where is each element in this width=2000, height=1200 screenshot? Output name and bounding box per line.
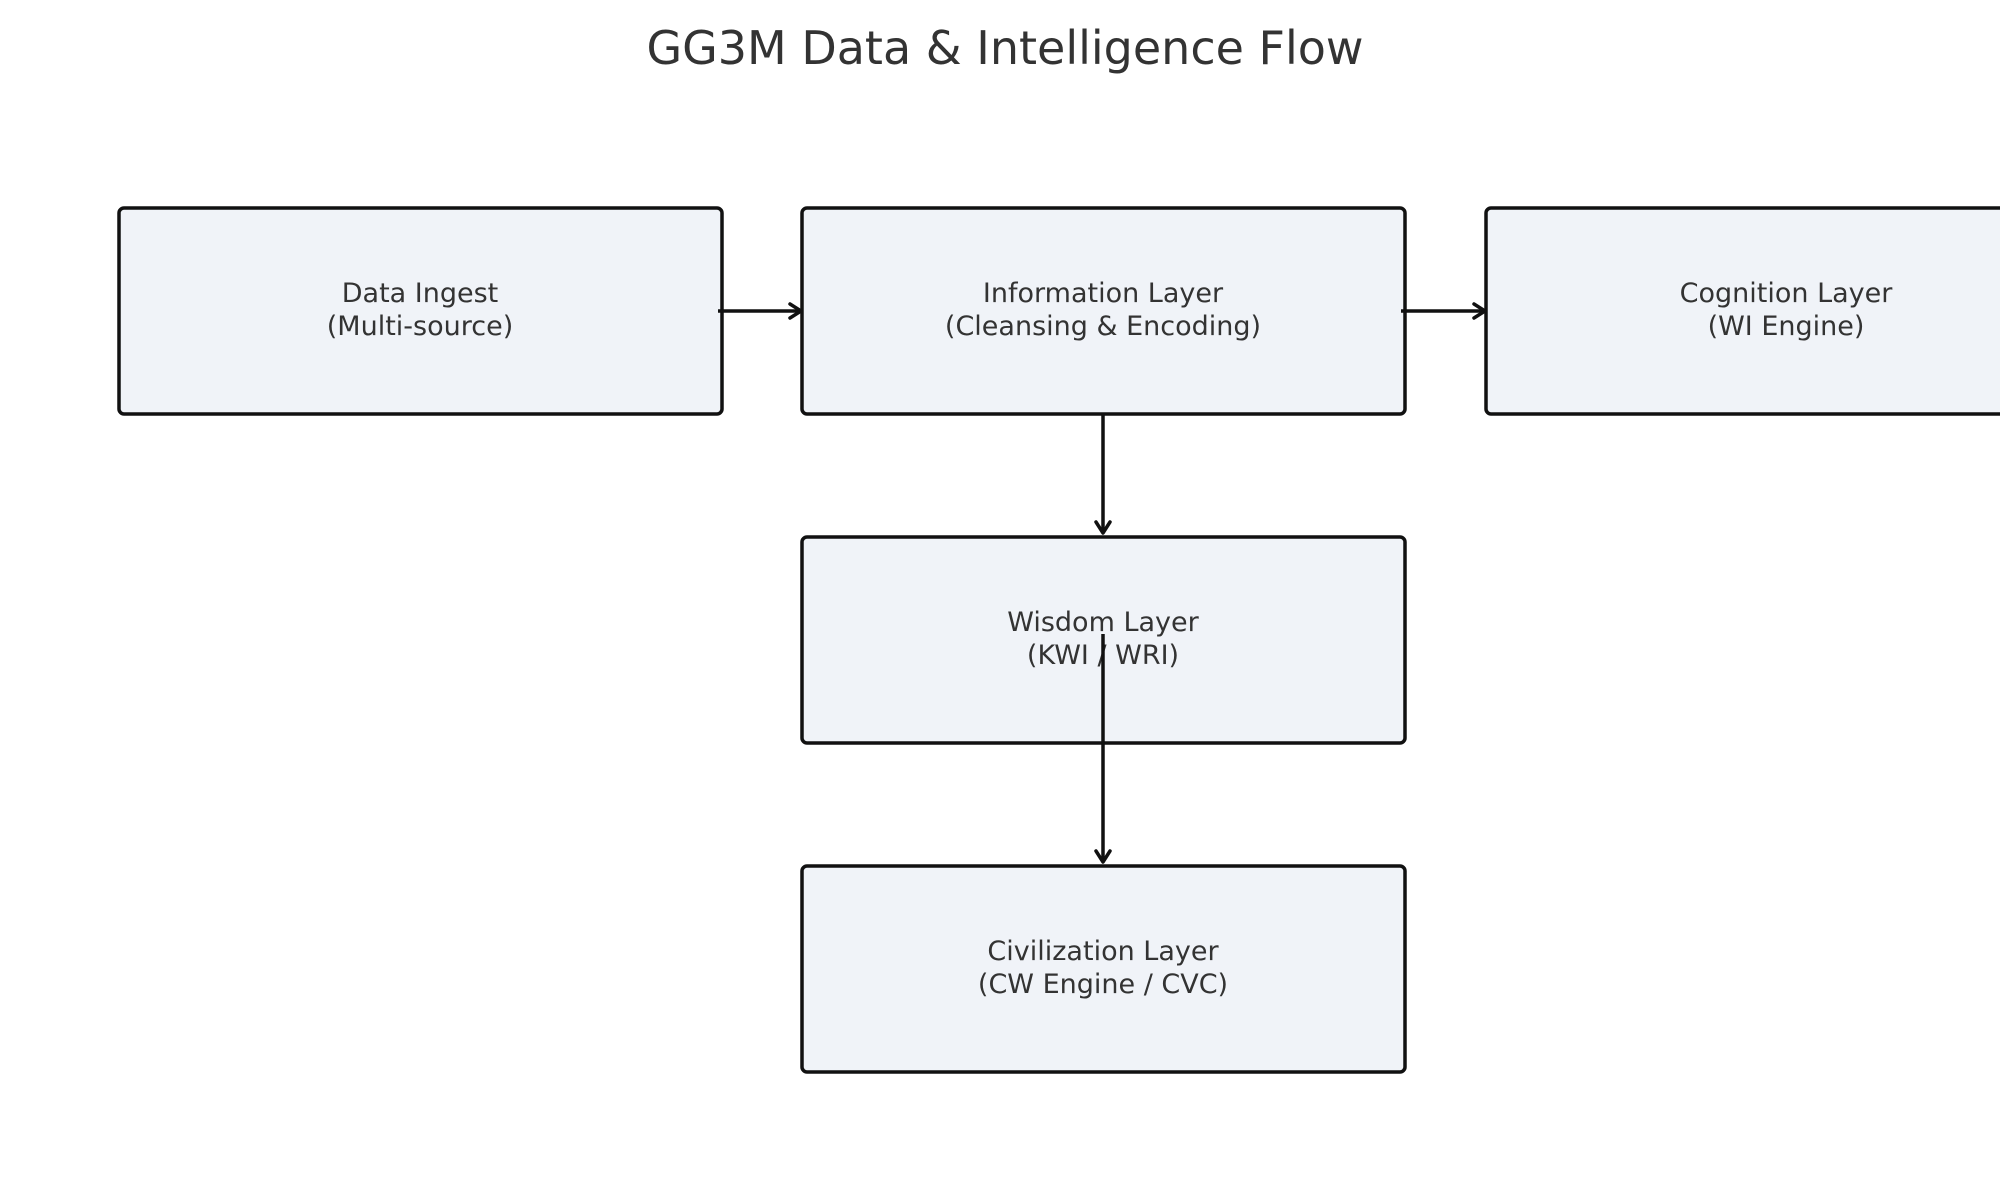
arrowhead-icon: [1472, 302, 1487, 320]
node-data-ingest: Data Ingest (Multi-source): [117, 206, 724, 416]
edge-ingest-to-information: [718, 302, 803, 320]
information-layer-title: Information Layer: [983, 278, 1224, 309]
civilization-layer-box: [800, 864, 1407, 1074]
civilization-layer-subtitle: (CW Engine / CVC): [978, 969, 1228, 1000]
arrowhead-icon: [1094, 849, 1112, 864]
edge-information-to-wisdom: [1094, 414, 1112, 535]
arrowhead-icon: [788, 302, 803, 320]
data-ingest-title: Data Ingest: [342, 278, 499, 309]
edge-wisdom-to-civilization: [1094, 634, 1112, 864]
civilization-layer-title: Civilization Layer: [987, 936, 1219, 967]
arrowhead-icon: [1094, 520, 1112, 535]
node-cognition-layer: Cognition Layer (WI Engine): [1484, 206, 2000, 416]
cognition-layer-subtitle: (WI Engine): [1708, 311, 1865, 342]
node-information-layer: Information Layer (Cleansing & Encoding): [800, 206, 1407, 416]
cognition-layer-title: Cognition Layer: [1680, 278, 1894, 309]
wisdom-layer-title: Wisdom Layer: [1007, 607, 1199, 638]
data-ingest-subtitle: (Multi-source): [327, 311, 513, 342]
diagram-title: GG3M Data & Intelligence Flow: [646, 21, 1363, 75]
information-layer-subtitle: (Cleansing & Encoding): [945, 311, 1261, 342]
edge-information-to-cognition: [1401, 302, 1487, 320]
node-civilization-layer: Civilization Layer (CW Engine / CVC): [800, 864, 1407, 1074]
